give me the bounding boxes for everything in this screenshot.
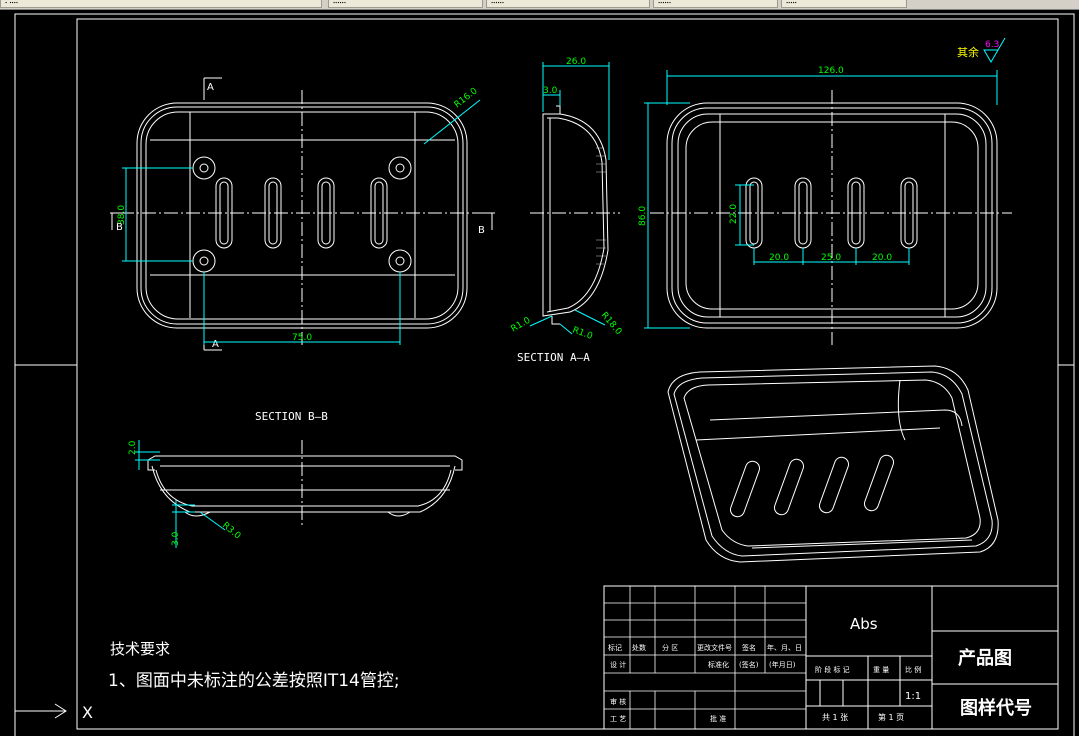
title-block: 标记 处数 分 区 更改文件号 签名 年、月、日 设 计 标准化 (签名) (年… [603,585,1059,730]
dim-r1b: R1.0 [571,325,594,342]
notes-line: 1、图面中未标注的公差按照IT14管控; [108,671,400,691]
ucs-axis-label: X [82,703,93,722]
tb-sheet-no: 第 1 页 [878,712,904,722]
tb-stage: 阶 段 标 记 [815,665,850,674]
document-tab[interactable]: ꞏꞏꞏꞏꞏ [781,0,907,8]
tb-product: 产品图 [958,647,1012,669]
tb-drawing-code: 图样代号 [960,697,1032,719]
tb-approve: 批 准 [710,714,726,723]
dim-pitch: 20.0 [769,253,789,263]
tb-header: 标记 [608,643,622,652]
cad-drawing-canvas[interactable]: A A B B R16.0 75.0 38.0 [0,10,1079,736]
tb-date: (年月日) [769,660,796,669]
document-tab[interactable]: ꞏꞏꞏꞏꞏꞏ [328,0,483,8]
dim-r1: R1.0 [510,316,533,335]
tb-material: Abs [850,615,878,633]
document-tab[interactable]: ꞏ ꞏꞏꞏꞏ [0,0,322,8]
dim-height: 86.0 [638,206,648,226]
document-tab-bar: ꞏ ꞏꞏꞏꞏ ꞏꞏꞏꞏꞏꞏ ꞏꞏꞏꞏꞏꞏ ꞏꞏꞏꞏꞏꞏ ꞏꞏꞏꞏꞏ [0,0,1079,10]
tb-design: 设 计 [610,660,626,669]
section-a-label: A [212,339,219,350]
tb-review: 审 核 [610,697,626,706]
dim-pitch: 20.0 [872,253,892,263]
tb-ratio: 比 例 [905,665,921,674]
section-b-label: B [116,222,123,233]
document-tab[interactable]: ꞏꞏꞏꞏꞏꞏ [653,0,778,8]
outer-border [14,13,1075,736]
section-aa-title: SECTION A—A [517,351,590,364]
tb-header: 签名 [742,643,756,652]
dim-width: 126.0 [818,66,844,76]
dim-depth: 26.0 [566,57,586,67]
top-view: A A B B R16.0 75.0 38.0 [110,77,495,351]
tb-header: 处数 [632,643,646,652]
dim-vertical: 38.0 [117,205,127,225]
dim-pitch: 25.0 [821,253,841,263]
tb-standardize: 标准化 [708,660,729,669]
dim-top: 2.0 [128,440,138,455]
tb-weight: 重 量 [873,666,889,674]
section-aa-view: 26.0 3.0 R1.0 R18.0 R1.0 SECTION A—A [510,57,624,364]
section-b-label: B [478,225,485,236]
roughness-label: 其余 [957,45,979,59]
dim-hole-spacing: 75.0 [292,333,312,343]
notes-heading: 技术要求 [110,640,170,658]
roughness-symbol: 其余 6.3 [957,37,1006,63]
section-a-label: A [207,82,214,93]
front-view: 126.0 86.0 22.0 20.0 25.0 20.0 [638,66,1012,345]
dim-slot-length: 22.0 [729,204,739,224]
roughness-value: 6.3 [985,40,999,50]
ucs-icon [15,703,67,719]
tb-scale: 1:1 [905,691,921,702]
dim-bottom: 3.0 [171,531,181,546]
isometric-view [667,365,999,563]
tb-header: 分 区 [662,643,678,652]
dim-radius: R3.0 [220,521,242,542]
section-bb-view: SECTION B—B 2.0 3.0 R3.0 [128,410,463,548]
document-tab[interactable]: ꞏꞏꞏꞏꞏꞏ [486,0,650,8]
dim-lip: 3.0 [543,86,558,96]
tb-sign: (签名) [739,660,759,669]
drawing-frame [76,18,1059,730]
tb-process: 工 艺 [610,715,626,723]
tb-sheets-total: 共 1 张 [822,713,848,722]
section-bb-title: SECTION B—B [255,410,328,423]
tb-header: 年、月、日 [767,643,802,652]
tb-header: 更改文件号 [697,643,732,652]
dim-radius: R16.0 [453,86,480,110]
